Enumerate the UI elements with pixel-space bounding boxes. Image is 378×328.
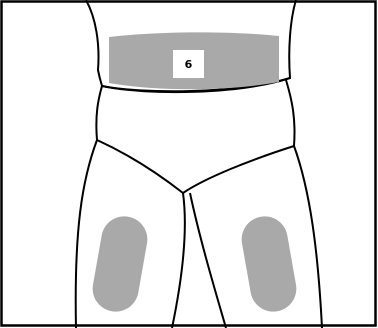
region-label: 6 [185,58,193,71]
